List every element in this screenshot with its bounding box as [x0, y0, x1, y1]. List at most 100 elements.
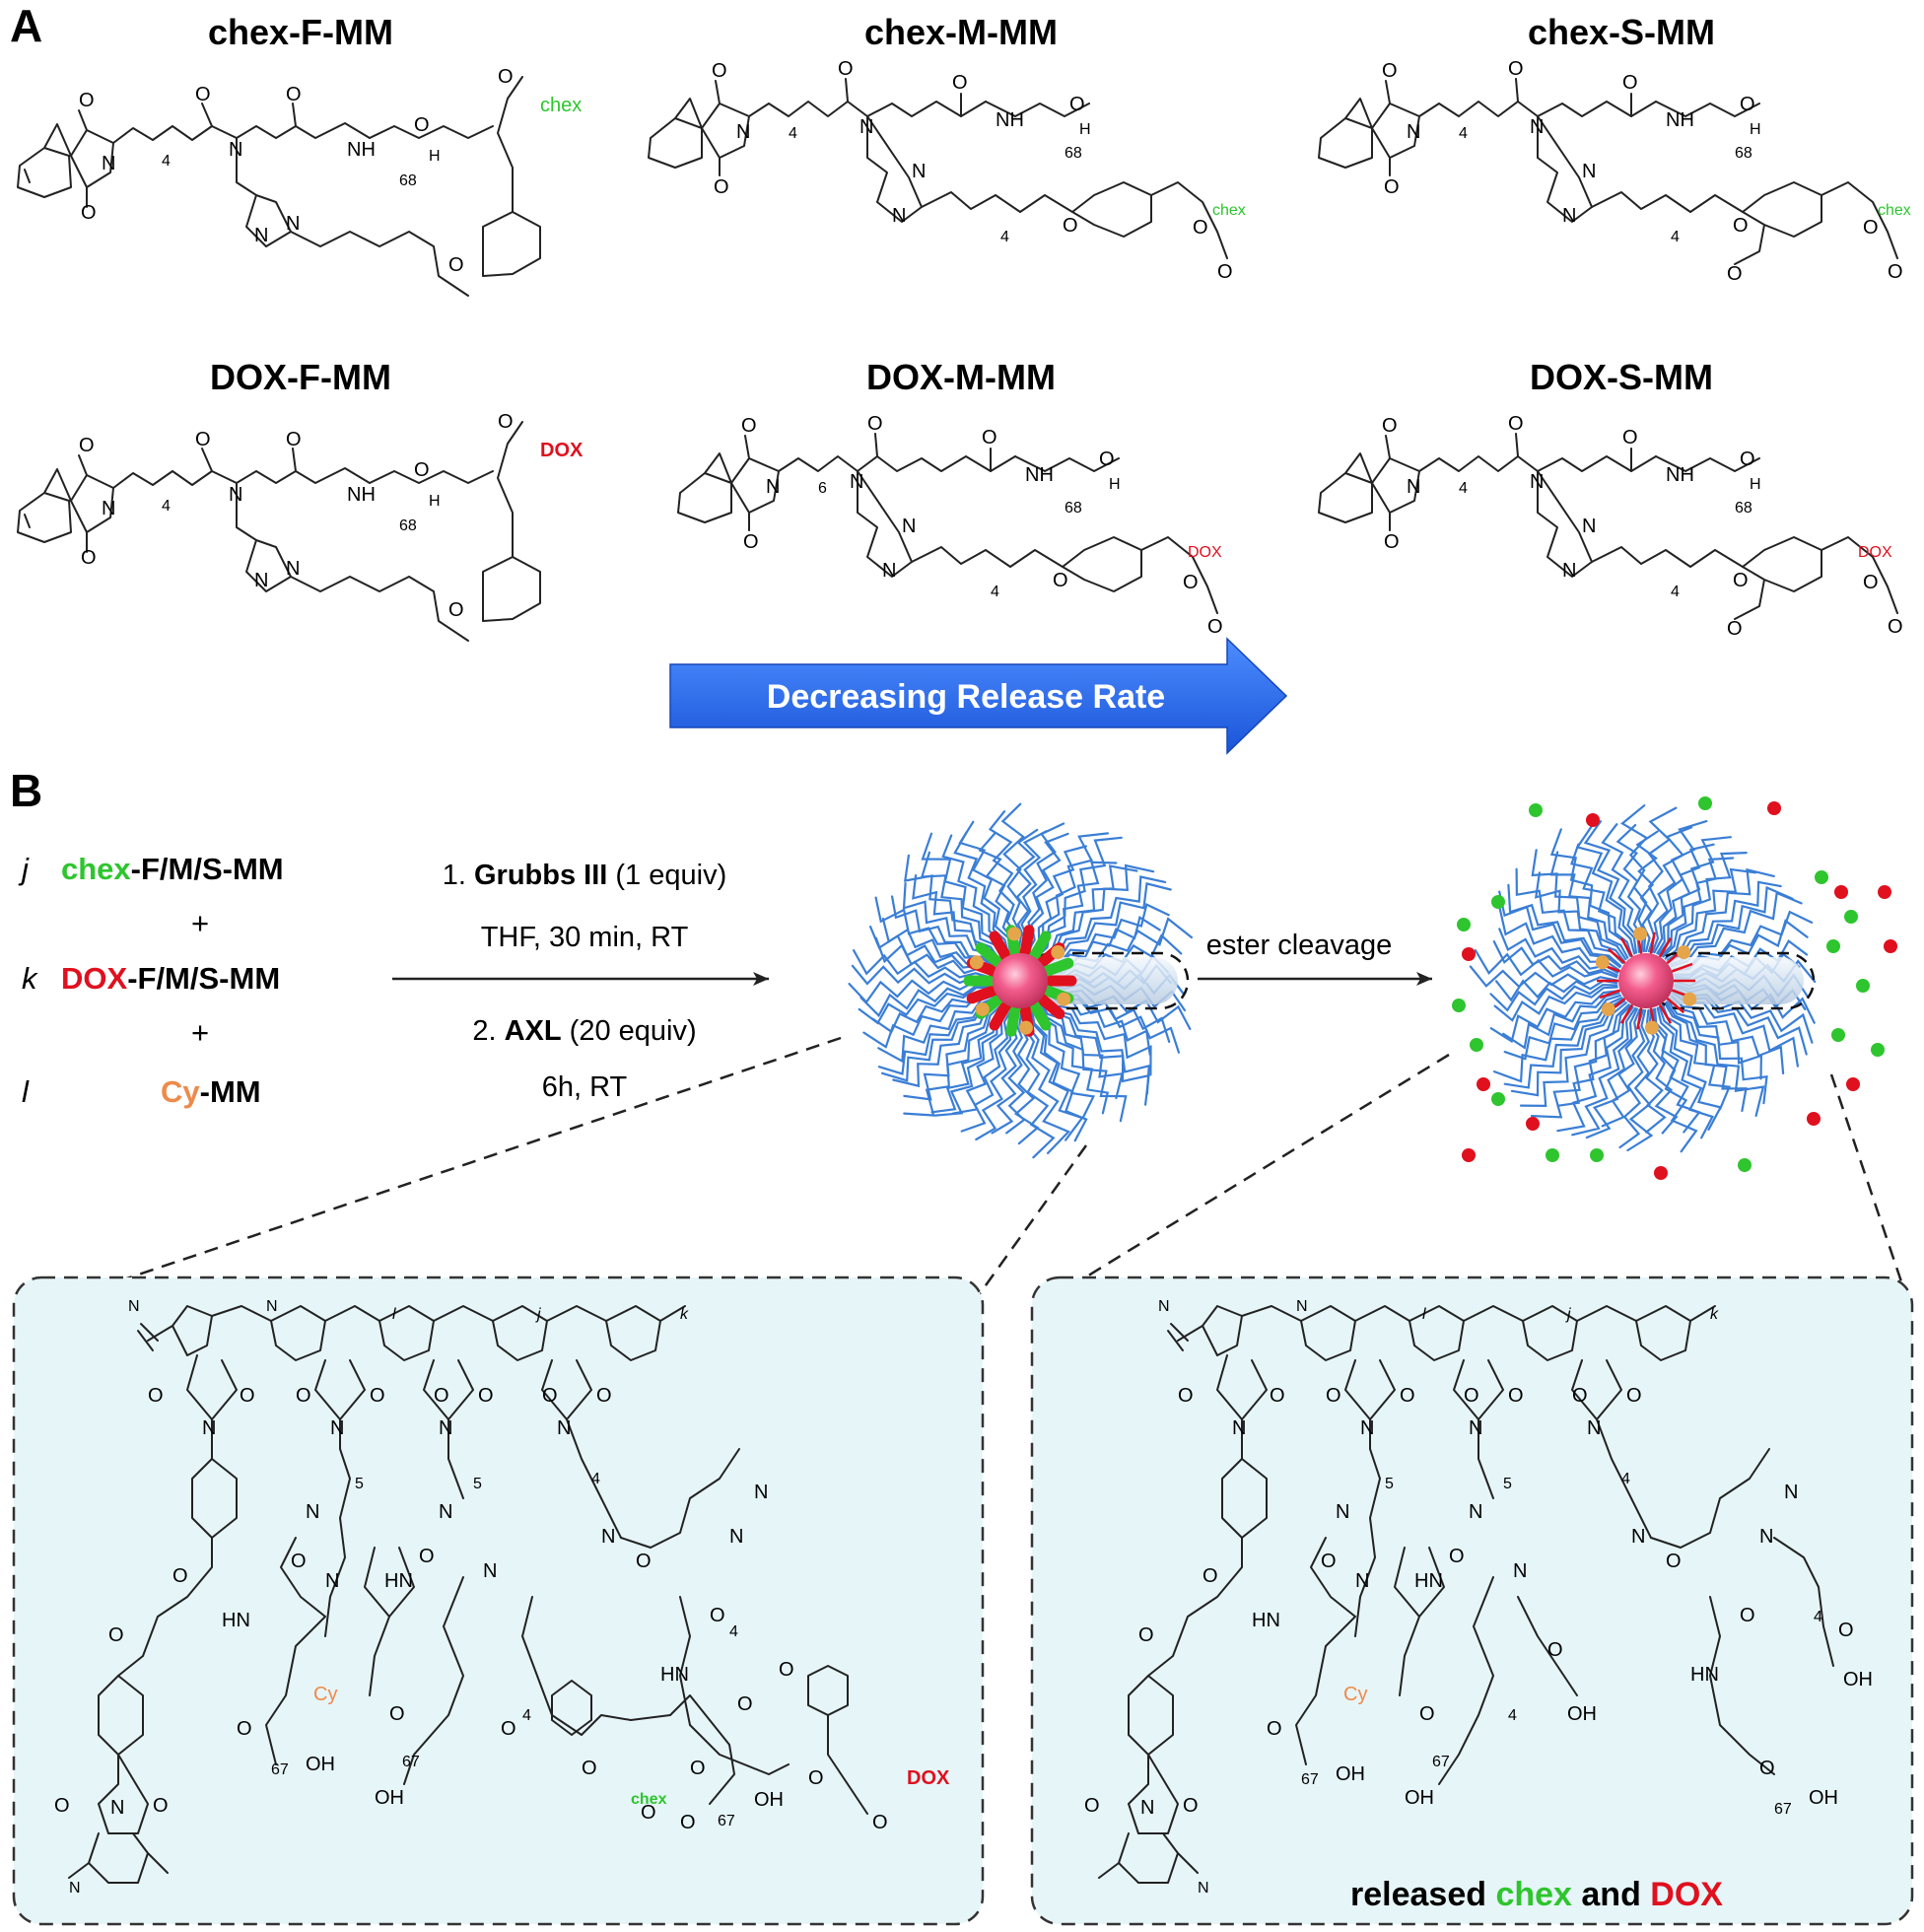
atom-hn: HN	[1690, 1664, 1719, 1686]
subscript-4: 4	[1508, 1707, 1517, 1724]
atom-o: O	[79, 435, 95, 456]
atom-hn: HN	[222, 1610, 250, 1631]
atom-oh: OH	[1843, 1669, 1873, 1690]
atom-o: O	[1733, 215, 1749, 237]
subscript-4: 4	[991, 584, 999, 600]
atom-o: O	[237, 1718, 252, 1740]
released-dox-dot	[1526, 1117, 1540, 1131]
brush-arm	[1549, 828, 1631, 957]
atom-n: N	[766, 476, 780, 498]
brush-arm	[958, 820, 1011, 954]
brush-arm	[1489, 990, 1619, 1044]
atom-o: O	[838, 58, 854, 80]
atom-o: O	[1622, 427, 1638, 448]
atom-n: N	[736, 121, 750, 143]
atom-o: O	[1863, 572, 1879, 593]
atom-o: O	[286, 84, 302, 105]
released-chex-dot	[1529, 803, 1543, 817]
atom-o: O	[712, 60, 727, 82]
atom-o: O	[596, 1385, 612, 1407]
brush-arm	[1030, 845, 1087, 955]
atom-n: N	[1562, 205, 1576, 227]
atom-h: H	[1109, 476, 1121, 493]
label-n-sub: N	[266, 1298, 278, 1315]
atom-o: O	[1321, 1551, 1337, 1572]
atom-n: N	[912, 161, 926, 182]
brush-arm	[1043, 882, 1172, 966]
subscript-4: 4	[1459, 480, 1468, 497]
atom-n: N	[1140, 1797, 1154, 1819]
brush-arm	[1668, 998, 1763, 1080]
brush-arm	[1037, 1002, 1128, 1123]
title-chex-s-mm: chex-S-MM	[1528, 12, 1715, 52]
brush-arm	[1656, 1006, 1714, 1139]
atom-o: O	[291, 1551, 307, 1572]
coef-l: l	[22, 1074, 30, 1109]
atom-n: N	[859, 116, 873, 138]
released-dox-dot	[1834, 885, 1848, 899]
cy-dye	[969, 955, 984, 970]
atom-n: N	[306, 1501, 319, 1523]
atom-o: O	[1183, 1795, 1199, 1817]
polymer-structure-released: N O N O N l j k O N O O N O O N O 5 5 4 …	[1084, 1298, 1873, 1913]
atom-h: H	[429, 148, 441, 165]
atom-o: O	[501, 1718, 516, 1740]
atom-o: O	[1207, 616, 1223, 638]
brush-arm	[1601, 823, 1640, 953]
cleaved-linker	[1658, 1003, 1673, 1024]
atom-n: N	[1513, 1560, 1527, 1582]
atom-o: O	[952, 72, 968, 94]
atom-o: O	[636, 1551, 652, 1572]
atom-o: O	[982, 427, 997, 448]
subscript-68: 68	[1065, 500, 1082, 517]
atom-oh: OH	[306, 1754, 335, 1775]
atom-o: O	[1382, 415, 1398, 437]
brush-tube	[1656, 957, 1804, 1004]
reaction-arrow-head	[753, 972, 769, 986]
brush-arm	[1000, 802, 1025, 953]
label-k: k	[1710, 1306, 1719, 1323]
subscript-5: 5	[355, 1476, 364, 1492]
atom-n: N	[882, 560, 896, 582]
cy-dye	[1051, 945, 1065, 960]
subscript-68: 68	[1735, 500, 1752, 517]
atom-nh: NH	[347, 484, 376, 506]
atom-o: O	[1069, 94, 1085, 115]
brush-arm	[1656, 843, 1715, 955]
atom-n: N	[1530, 471, 1544, 493]
atom-o: O	[81, 547, 97, 569]
atom-nh: NH	[1025, 464, 1054, 486]
released-drug-dots	[1452, 796, 1897, 1180]
chex-payload	[975, 942, 1005, 969]
atom-o: O	[1267, 1718, 1282, 1740]
atom-n: N	[1469, 1501, 1482, 1523]
atom-chex: chex	[540, 95, 582, 116]
monomer-k-line: DOX-F/M/S-MM	[61, 961, 280, 996]
monomer-list: j chex-F/M/S-MM + k DOX-F/M/S-MM + l Cy-…	[18, 852, 284, 1109]
brush-arm	[1515, 867, 1624, 964]
plus-sign: +	[191, 1015, 209, 1050]
atom-o: O	[1740, 94, 1755, 115]
atom-n: N	[325, 1570, 339, 1592]
brush-arm	[1493, 986, 1618, 1022]
title-chex-f-mm: chex-F-MM	[208, 12, 393, 52]
atom-n: N	[254, 225, 268, 246]
brush-arm	[1474, 949, 1618, 979]
subscript-4: 4	[162, 153, 171, 170]
dox-payload	[966, 985, 1000, 1004]
released-dox-dot	[1462, 1148, 1476, 1162]
arrow-label: Decreasing Release Rate	[767, 678, 1165, 716]
atom-chex: chex	[631, 1791, 667, 1808]
subscript-4: 4	[591, 1471, 600, 1487]
released-dox-dot	[1884, 939, 1897, 953]
atom-o: O	[1508, 413, 1524, 435]
atom-n: N	[1469, 1417, 1482, 1439]
released-dox-dot	[1878, 885, 1891, 899]
atom-chex: chex	[1212, 202, 1246, 219]
brush-arm	[960, 1007, 1013, 1133]
atom-dox: DOX	[907, 1767, 950, 1789]
label-n-sub: N	[69, 1880, 81, 1897]
cy-dye	[1633, 927, 1648, 941]
label-n-sub: N	[1296, 1298, 1308, 1315]
atom-o: O	[434, 1385, 449, 1407]
